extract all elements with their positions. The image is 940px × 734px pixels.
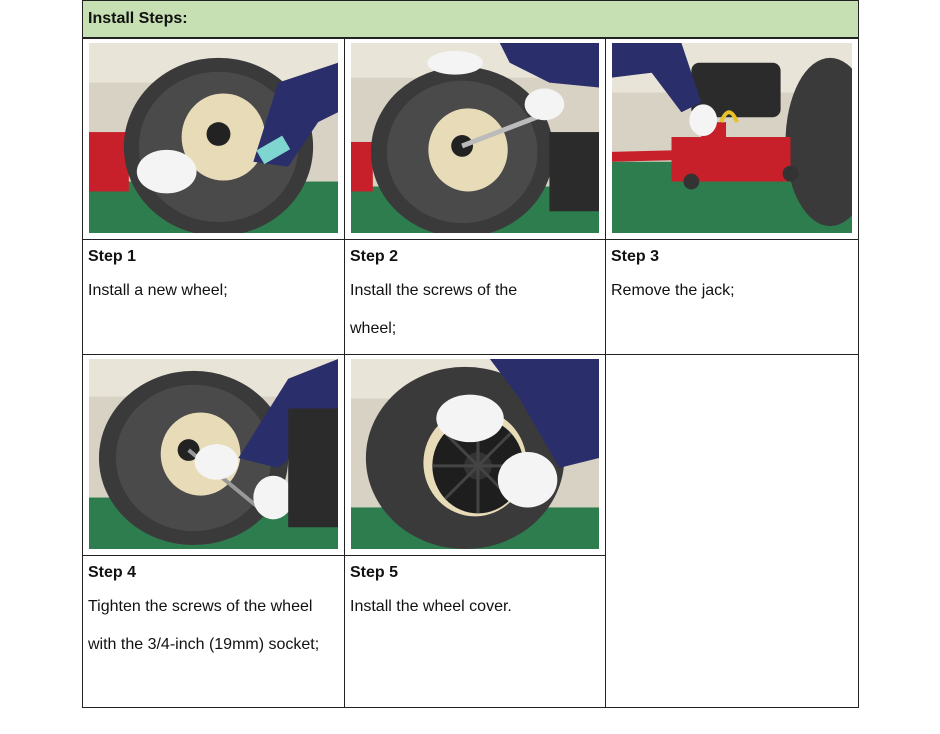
step-4-cell: Step 4 Tighten the screws of the wheel w… bbox=[82, 555, 345, 708]
step-2-title: Step 2 bbox=[350, 248, 399, 265]
step-3-title: Step 3 bbox=[611, 248, 660, 265]
install-steps-table: Install Steps: bbox=[82, 0, 859, 708]
step-5-description: Install the wheel cover. bbox=[350, 598, 512, 615]
step-2-photo bbox=[351, 43, 599, 233]
step-2-description: Install the screws of the wheel; bbox=[350, 282, 518, 337]
step-5-cell: Step 5 Install the wheel cover. bbox=[344, 555, 606, 708]
step-3-description: Remove the jack; bbox=[611, 282, 735, 299]
step-1-description: Install a new wheel; bbox=[88, 282, 228, 299]
photo-cell-step-2 bbox=[344, 38, 606, 240]
photo-cell-step-4 bbox=[82, 354, 345, 556]
step-1-photo bbox=[89, 43, 338, 233]
step-5-title: Step 5 bbox=[350, 564, 399, 581]
step-4-description: Tighten the screws of the wheel with the… bbox=[88, 598, 320, 653]
photo-cell-step-1 bbox=[82, 38, 345, 240]
photo-cell-step-3 bbox=[605, 38, 859, 240]
step-4-photo bbox=[89, 359, 338, 549]
empty-cell bbox=[605, 354, 859, 708]
table-header: Install Steps: bbox=[82, 0, 859, 38]
step-3-photo bbox=[612, 43, 852, 233]
step-5-photo bbox=[351, 359, 599, 549]
step-1-title: Step 1 bbox=[88, 248, 137, 265]
step-2-cell: Step 2 Install the screws of the wheel; bbox=[344, 239, 606, 355]
step-4-title: Step 4 bbox=[88, 564, 137, 581]
step-1-cell: Step 1 Install a new wheel; bbox=[82, 239, 345, 355]
photo-cell-step-5 bbox=[344, 354, 606, 556]
step-3-cell: Step 3 Remove the jack; bbox=[605, 239, 859, 355]
